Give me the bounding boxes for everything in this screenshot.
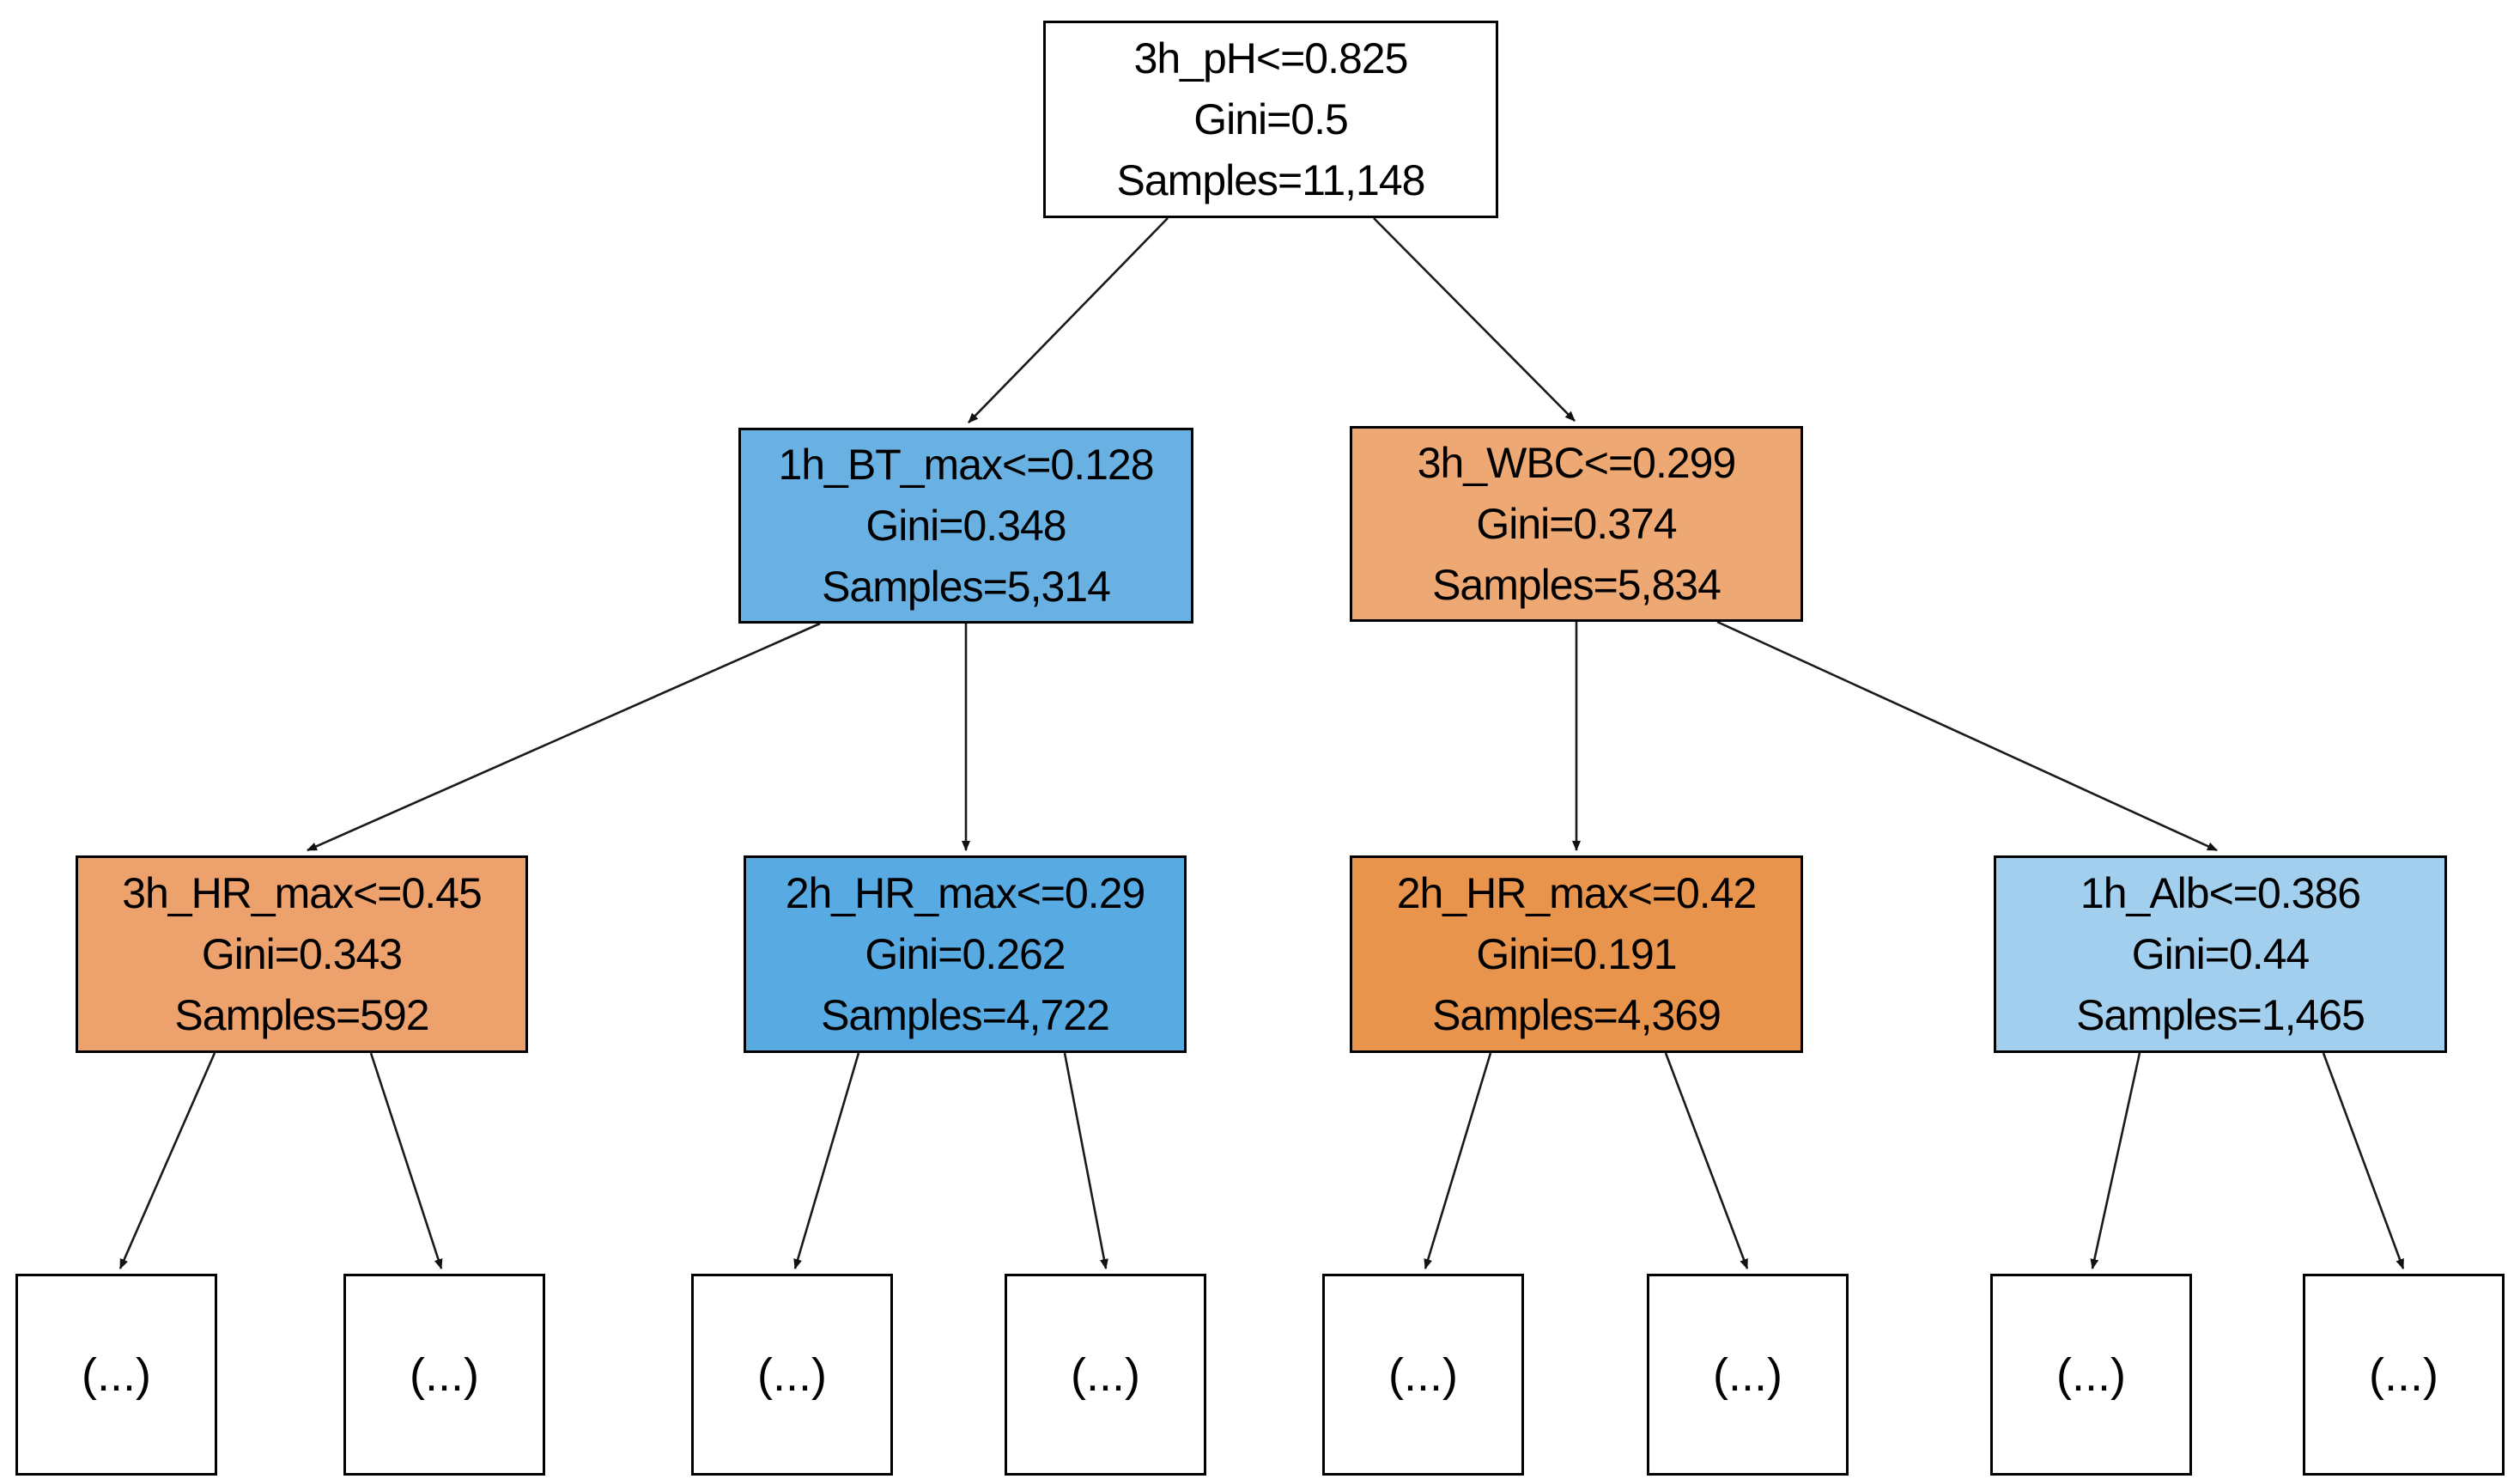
- node-samples: Samples=4,369: [1432, 990, 1721, 1039]
- edge-n3b-leaf4: [1063, 1052, 1108, 1269]
- edge-n3d-leaf7: [2090, 1052, 2141, 1269]
- leaf-node-7: (...): [1990, 1274, 2192, 1476]
- node-3h-hr-max: 3h_HR_max<=0.45 Gini=0.343 Samples=592: [76, 855, 528, 1053]
- leaf-node-6: (...): [1647, 1274, 1849, 1476]
- leaf-node-2: (...): [343, 1274, 545, 1476]
- node-root: 3h_pH<=0.825 Gini=0.5 Samples=11,148: [1043, 21, 1498, 218]
- node-root-condition: 3h_pH<=0.825: [1133, 33, 1409, 82]
- edge-n3d-leaf8: [2322, 1052, 2405, 1269]
- node-2h-hr-max-029: 2h_HR_max<=0.29 Gini=0.262 Samples=4,722: [744, 855, 1187, 1053]
- node-gini: Gini=0.348: [865, 501, 1066, 550]
- edge-root-n2l: [968, 217, 1169, 423]
- node-1h-alb: 1h_Alb<=0.386 Gini=0.44 Samples=1,465: [1994, 855, 2447, 1053]
- node-condition: 2h_HR_max<=0.29: [785, 868, 1146, 917]
- edge-n2l-n3a: [307, 622, 821, 852]
- edge-root-n2r: [1373, 217, 1576, 422]
- node-2h-hr-max-042: 2h_HR_max<=0.42 Gini=0.191 Samples=4,369: [1350, 855, 1803, 1053]
- node-gini: Gini=0.343: [201, 929, 403, 978]
- node-condition: 1h_BT_max<=0.128: [778, 440, 1154, 489]
- node-condition: 3h_WBC<=0.299: [1417, 438, 1737, 487]
- edge-n2r-n3d: [1716, 620, 2218, 852]
- node-samples: Samples=5,834: [1432, 560, 1721, 609]
- edge-n3c-leaf5: [1424, 1052, 1492, 1269]
- node-samples: Samples=1,465: [2076, 990, 2365, 1039]
- node-3h-wbc: 3h_WBC<=0.299 Gini=0.374 Samples=5,834: [1350, 426, 1803, 622]
- node-gini: Gini=0.44: [2131, 929, 2310, 978]
- leaf-node-1: (...): [15, 1274, 217, 1476]
- node-samples: Samples=592: [174, 990, 429, 1039]
- node-samples: Samples=5,314: [822, 562, 1111, 611]
- leaf-node-5: (...): [1322, 1274, 1524, 1476]
- edge-n3b-leaf3: [793, 1052, 860, 1269]
- node-root-gini: Gini=0.5: [1193, 94, 1349, 143]
- node-gini: Gini=0.262: [865, 929, 1066, 978]
- node-samples: Samples=4,722: [821, 990, 1110, 1039]
- leaf-node-8: (...): [2303, 1274, 2505, 1476]
- node-condition: 2h_HR_max<=0.42: [1396, 868, 1758, 917]
- node-root-samples: Samples=11,148: [1116, 155, 1426, 204]
- edge-n3a-leaf1: [118, 1052, 216, 1269]
- edge-n3c-leaf6: [1664, 1052, 1749, 1269]
- node-gini: Gini=0.374: [1476, 499, 1677, 548]
- node-1h-bt-max: 1h_BT_max<=0.128 Gini=0.348 Samples=5,31…: [738, 428, 1193, 624]
- node-condition: 3h_HR_max<=0.45: [122, 868, 483, 917]
- node-condition: 1h_Alb<=0.386: [2080, 868, 2361, 917]
- edge-n3a-leaf2: [369, 1052, 443, 1269]
- leaf-node-3: (...): [691, 1274, 893, 1476]
- leaf-node-4: (...): [1005, 1274, 1206, 1476]
- node-gini: Gini=0.191: [1476, 929, 1677, 978]
